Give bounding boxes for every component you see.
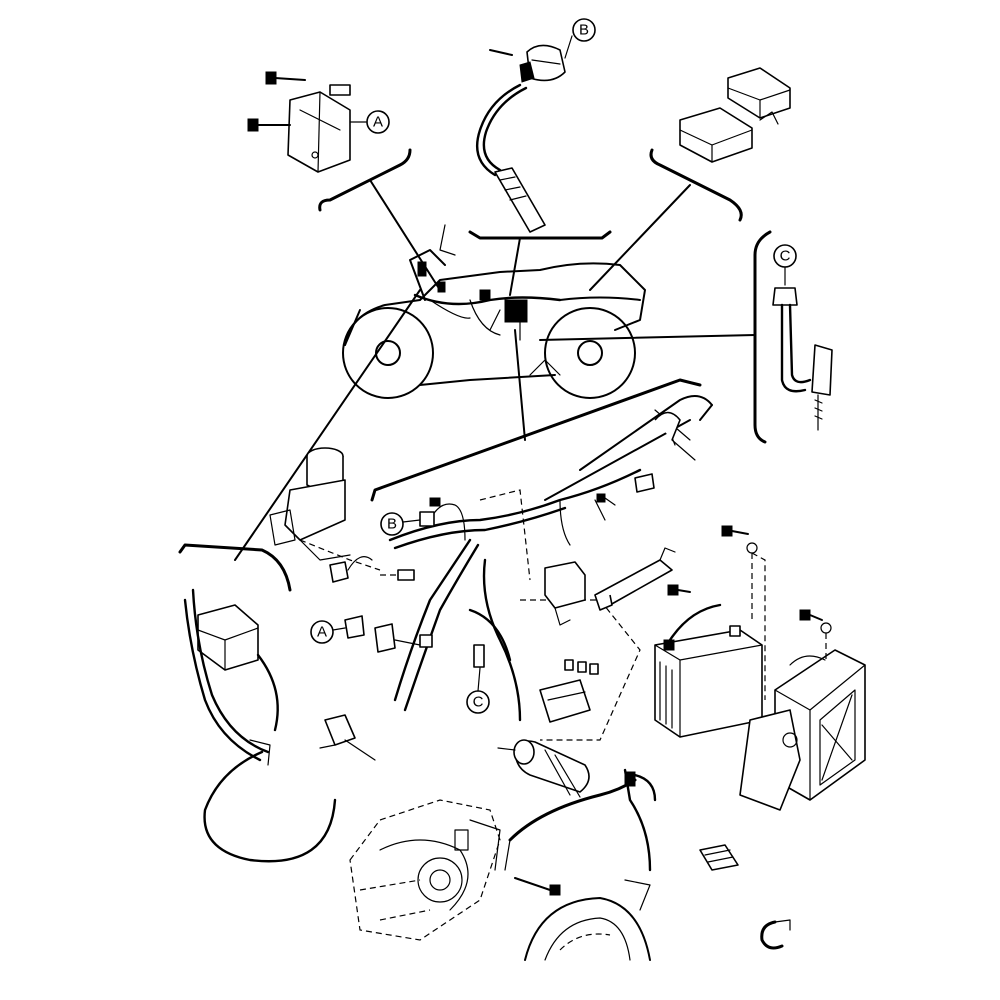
detail-frame-harness xyxy=(370,378,702,502)
battery-strap xyxy=(594,547,676,611)
fuse-box xyxy=(539,659,599,723)
callout-b-mid-label: B xyxy=(387,516,397,533)
callout-b-circle xyxy=(572,18,596,42)
callout-b-label: B xyxy=(579,22,589,39)
detail-frame-c xyxy=(753,230,772,444)
callout-c-label: C xyxy=(780,248,791,265)
ignition-switch xyxy=(269,447,381,571)
callout-a-circle xyxy=(366,110,390,134)
sensor-c: C xyxy=(772,244,833,431)
ecu-unit xyxy=(679,67,791,163)
connector-box-left xyxy=(183,588,337,863)
starter-relay xyxy=(544,561,586,626)
callout-a-mid: A xyxy=(310,620,346,644)
main-harness xyxy=(388,468,642,741)
detail-frame-left xyxy=(178,543,292,592)
callout-a-label: A xyxy=(373,114,383,131)
atv-outline xyxy=(342,224,646,399)
flywheel xyxy=(524,897,651,961)
cable-tie-left xyxy=(319,714,376,761)
wire-clip xyxy=(699,844,739,871)
detail-frame-b xyxy=(468,230,612,240)
atv-harness-cluster xyxy=(413,261,562,341)
detail-frame-ecu xyxy=(649,148,743,222)
leader-lines xyxy=(234,179,756,561)
frame-tube xyxy=(544,395,713,501)
bolts-right xyxy=(596,493,832,700)
detail-frame-a xyxy=(318,148,412,212)
rear-connector xyxy=(623,768,657,911)
battery-box xyxy=(739,649,866,811)
callout-c-mid: C xyxy=(466,644,490,714)
callout-b-mid-circle xyxy=(380,512,404,536)
callout-a-mid-label: A xyxy=(317,624,327,641)
callout-a-mid-circle xyxy=(310,620,334,644)
relay-module-a: A xyxy=(247,71,390,173)
small-connectors xyxy=(329,556,433,653)
ground-lead xyxy=(504,778,637,896)
engine-block xyxy=(349,799,501,941)
callout-c-mid-label: C xyxy=(473,694,484,711)
cable-tie-frame xyxy=(654,411,696,461)
ignition-coil-b: B xyxy=(475,18,596,233)
clamp xyxy=(760,919,791,950)
connector-b-mid: B xyxy=(380,497,441,536)
battery xyxy=(654,603,763,738)
starter-motor xyxy=(497,739,590,798)
